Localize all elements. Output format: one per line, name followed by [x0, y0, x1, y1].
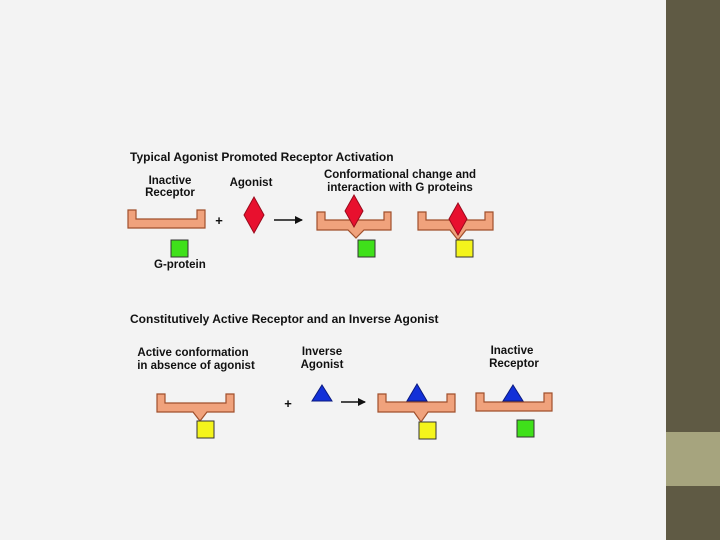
g-protein-inactive-p1	[170, 239, 189, 258]
active-conformation-label-line2: in absence of agonist	[137, 360, 255, 372]
agonist-diamond	[243, 195, 265, 235]
agonist-label: Agonist	[230, 177, 273, 189]
side-bar-light	[666, 432, 720, 486]
agonist-bound-p1	[344, 193, 364, 229]
slide-canvas	[0, 0, 666, 540]
inactive-receptor-label-line1: Inactive	[149, 175, 192, 187]
panel1-title: Typical Agonist Promoted Receptor Activa…	[130, 150, 394, 164]
inactive-receptor-label-p2-line1: Inactive	[491, 345, 534, 357]
g-protein-label: G-protein	[154, 259, 206, 271]
inverse-agonist-bound-p2	[406, 383, 428, 402]
g-protein-active-p2	[196, 420, 215, 439]
receptor-inverse-bound-p2	[377, 393, 456, 424]
receptor-inactive-p2	[475, 392, 553, 412]
plus-sign-p1: +	[215, 213, 223, 228]
inverse-agonist-label-line2: Agonist	[301, 359, 344, 371]
receptor-inactive-p1	[127, 209, 206, 229]
panel2-title: Constitutively Active Receptor and an In…	[130, 312, 439, 326]
active-conformation-label-line1: Active conformation	[137, 347, 248, 359]
conformational-label-line2: interaction with G proteins	[327, 182, 473, 194]
side-bar-dark-top	[666, 0, 720, 432]
inverse-agonist-label-line1: Inverse	[302, 346, 342, 358]
g-protein-active-p2-b	[418, 421, 437, 440]
inactive-receptor-label-p2-line2: Receptor	[489, 358, 539, 370]
conformational-label-line1: Conformational change and	[324, 169, 476, 181]
plus-sign-p2: +	[284, 396, 292, 411]
receptor-constitutive-p2	[156, 393, 235, 422]
g-protein-bound-p1	[357, 239, 376, 258]
inverse-agonist-triangle	[311, 384, 333, 402]
side-bar-dark-bottom	[666, 486, 720, 540]
g-protein-active-p1	[455, 239, 474, 258]
receptor-diagram: Typical Agonist Promoted Receptor Activa…	[127, 150, 553, 440]
inactive-receptor-label-line2: Receptor	[145, 187, 195, 199]
g-protein-inactive-p2	[516, 419, 535, 438]
inverse-agonist-bound-p2-b	[502, 384, 524, 402]
agonist-bound-p1-b	[448, 201, 468, 237]
